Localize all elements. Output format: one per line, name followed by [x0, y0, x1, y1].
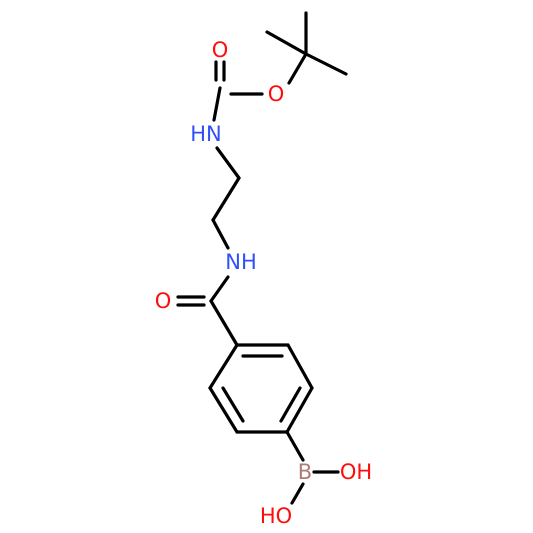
- atom-boron: B: [298, 460, 312, 484]
- bond-tbu-center-right: [304, 52, 348, 76]
- bond-ring-boron: [285, 430, 305, 462]
- atom-o-carbonyl-top: O: [212, 38, 229, 62]
- ring-bond-2: [286, 343, 314, 390]
- atom-o-amide: O: [155, 289, 172, 313]
- ring-bond-3: [285, 386, 314, 434]
- ring-bond-5: [208, 386, 239, 434]
- atom-oh-bottom: HO: [260, 504, 292, 528]
- bond-ch2-nh-amide: [211, 218, 230, 250]
- bond-carbonyl-ring: [209, 299, 239, 347]
- bond-carbonyl-nh: [212, 86, 222, 122]
- bond-boron-oh-bottom: [290, 482, 305, 505]
- bond-nh-amide-carbonyl: [209, 275, 230, 303]
- atom-oh-right: OH: [340, 460, 372, 484]
- atom-o-ester: O: [268, 82, 285, 106]
- ring-inner-bond-b: [279, 386, 302, 423]
- ring-inner-bond-c: [221, 386, 245, 423]
- atom-nh-carbamate: HN: [190, 122, 222, 146]
- bond-tbu-center-left: [265, 30, 308, 56]
- atom-labels: O O HN NH O B OH HO: [155, 38, 372, 528]
- bond-set: [176, 11, 348, 505]
- bond-ch2-ch2: [211, 176, 241, 222]
- bond-tbu-center-down: [287, 52, 308, 85]
- bond-nh-ch2-a: [215, 146, 241, 180]
- ring-bond-6: [208, 343, 239, 390]
- atom-nh-amide: NH: [225, 250, 257, 274]
